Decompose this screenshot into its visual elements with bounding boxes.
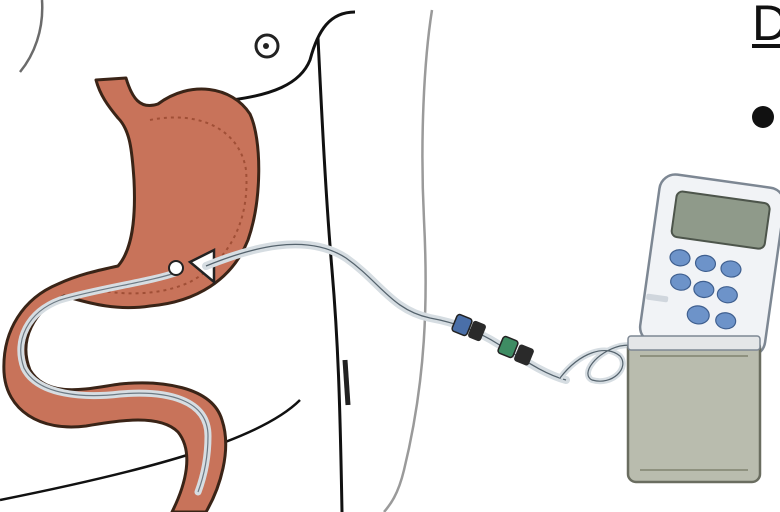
body-contour-line — [384, 10, 432, 512]
stomach-organ — [4, 78, 259, 512]
body-contour-line — [345, 360, 348, 405]
head-outline — [20, 0, 42, 72]
navel-icon — [256, 35, 278, 57]
body-contour-line — [318, 38, 342, 512]
feeding-tube-external — [206, 244, 566, 380]
feeding-bag — [628, 336, 760, 482]
slide-heading: D — [752, 0, 780, 52]
bullet-point — [752, 106, 774, 128]
feeding-pump — [638, 172, 780, 358]
body-contour-line — [232, 12, 355, 100]
tube-connector-blue — [451, 314, 487, 342]
